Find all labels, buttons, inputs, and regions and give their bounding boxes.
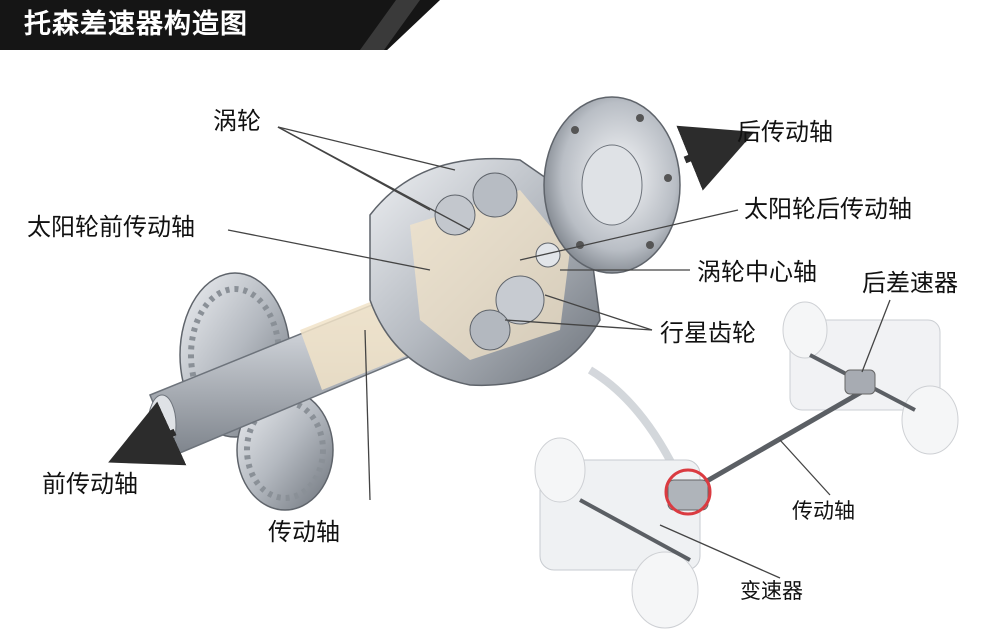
rear-shaft-flange xyxy=(543,96,681,274)
label-transmission: 变速器 xyxy=(740,579,803,603)
label-planetary-gear: 行星齿轮 xyxy=(660,319,756,347)
label-driveshaft-vehicle: 传动轴 xyxy=(792,499,855,523)
rear-output-arrow xyxy=(676,125,755,191)
label-sun-gear-front-shaft: 太阳轮前传动轴 xyxy=(27,213,195,241)
label-worm-gear: 涡轮 xyxy=(213,107,261,135)
highlight-circle xyxy=(664,468,712,516)
label-rear-driveshaft: 后传动轴 xyxy=(737,118,833,146)
differential-housing xyxy=(369,157,601,387)
label-driveshaft-main: 传动轴 xyxy=(268,518,340,546)
inset-leader-lines xyxy=(659,299,891,579)
vehicle-chassis-inset xyxy=(534,301,959,629)
label-sun-gear-rear-shaft: 太阳轮后传动轴 xyxy=(744,195,912,223)
label-front-driveshaft: 前传动轴 xyxy=(42,470,138,498)
page-title: 托森差速器构造图 xyxy=(24,9,248,40)
front-output-arrow xyxy=(108,401,187,466)
label-rear-differential: 后差速器 xyxy=(862,269,958,297)
leader-lines xyxy=(227,126,739,501)
label-worm-center-shaft: 涡轮中心轴 xyxy=(697,258,817,286)
